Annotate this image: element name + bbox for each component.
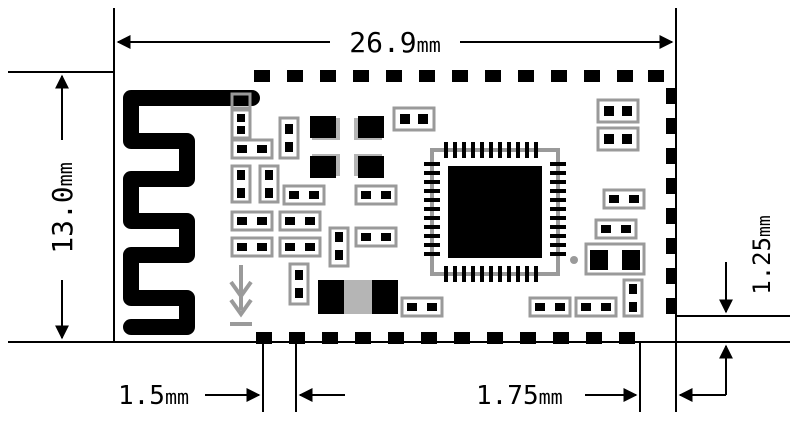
inductor: [318, 280, 398, 314]
bottom-pin-row: [256, 332, 635, 344]
crystal-oscillator: [310, 116, 384, 178]
right-pin-column: [666, 88, 677, 314]
side-offset-dimension: 1.25mm: [719, 215, 776, 395]
width-label: 26.9mm: [349, 26, 441, 59]
side-offset-label: 1.25mm: [748, 215, 776, 294]
width-dimension: 26.9mm: [116, 26, 674, 59]
top-pin-row: [254, 70, 664, 82]
regulator: [584, 242, 646, 276]
height-label: 13.0mm: [46, 162, 79, 254]
pcb-antenna: [123, 90, 260, 335]
module-board: [123, 70, 677, 344]
pitch-dimension: 1.5mm: [118, 381, 345, 411]
antenna-arrow-silkscreen: [229, 265, 253, 326]
antenna-feed-outline: [230, 92, 252, 110]
height-dimension: 13.0mm: [46, 74, 79, 340]
main-ic: [424, 142, 578, 282]
pin1-dot: [570, 256, 578, 264]
passive-components: [230, 98, 646, 318]
pitch-label: 1.5mm: [118, 381, 189, 411]
end-offset-dimension: 1.75mm: [476, 381, 726, 411]
end-offset-label: 1.75mm: [476, 381, 563, 411]
